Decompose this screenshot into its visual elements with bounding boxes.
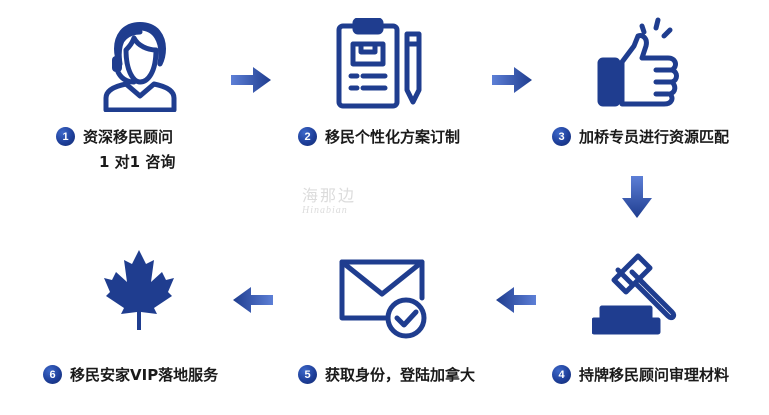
- thumbs-up-icon: [596, 16, 686, 110]
- envelope-check-icon: [336, 256, 428, 340]
- watermark-en: Hinabian: [302, 205, 348, 216]
- step-2-badge: 2: [298, 127, 317, 146]
- arrow-left-5: [233, 287, 273, 313]
- step-2-label: 2 移民个性化方案订制: [298, 126, 460, 147]
- step-6-text: 移民安家VIP落地服务: [70, 366, 219, 384]
- step-1-subtext: 1 对1 咨询: [99, 153, 176, 171]
- step-4-badge: 4: [552, 365, 571, 384]
- step-3-badge: 3: [552, 127, 571, 146]
- arrow-right-1: [231, 67, 271, 93]
- arrow-left-4: [496, 287, 536, 313]
- consultant-headset-icon: [98, 20, 182, 112]
- step-5-badge: 5: [298, 365, 317, 384]
- step-4-text: 持牌移民顾问审理材料: [579, 366, 730, 384]
- step-5-label: 5 获取身份，登陆加拿大: [298, 364, 475, 385]
- step-1-text: 资深移民顾问: [83, 128, 174, 146]
- step-4-label: 4 持牌移民顾问审理材料: [552, 364, 729, 385]
- step-1-label: 1 资深移民顾问: [56, 126, 173, 147]
- clipboard-pen-icon: [335, 18, 423, 110]
- step-6-badge: 6: [43, 365, 62, 384]
- step-3-label: 3 加桥专员进行资源匹配: [552, 126, 729, 147]
- watermark-cn: 海那边: [302, 188, 357, 205]
- step-1-badge: 1: [56, 127, 75, 146]
- arrow-down-3: [622, 176, 652, 218]
- maple-leaf-icon: [104, 250, 174, 330]
- step-6-label: 6 移民安家VIP落地服务: [43, 364, 218, 385]
- step-2-text: 移民个性化方案订制: [325, 128, 461, 146]
- watermark: 海那边 Hinabian: [302, 182, 356, 216]
- step-3-text: 加桥专员进行资源匹配: [579, 128, 730, 146]
- gavel-icon: [592, 250, 684, 336]
- step-5-text: 获取身份，登陆加拿大: [325, 366, 476, 384]
- arrow-right-2: [492, 67, 532, 93]
